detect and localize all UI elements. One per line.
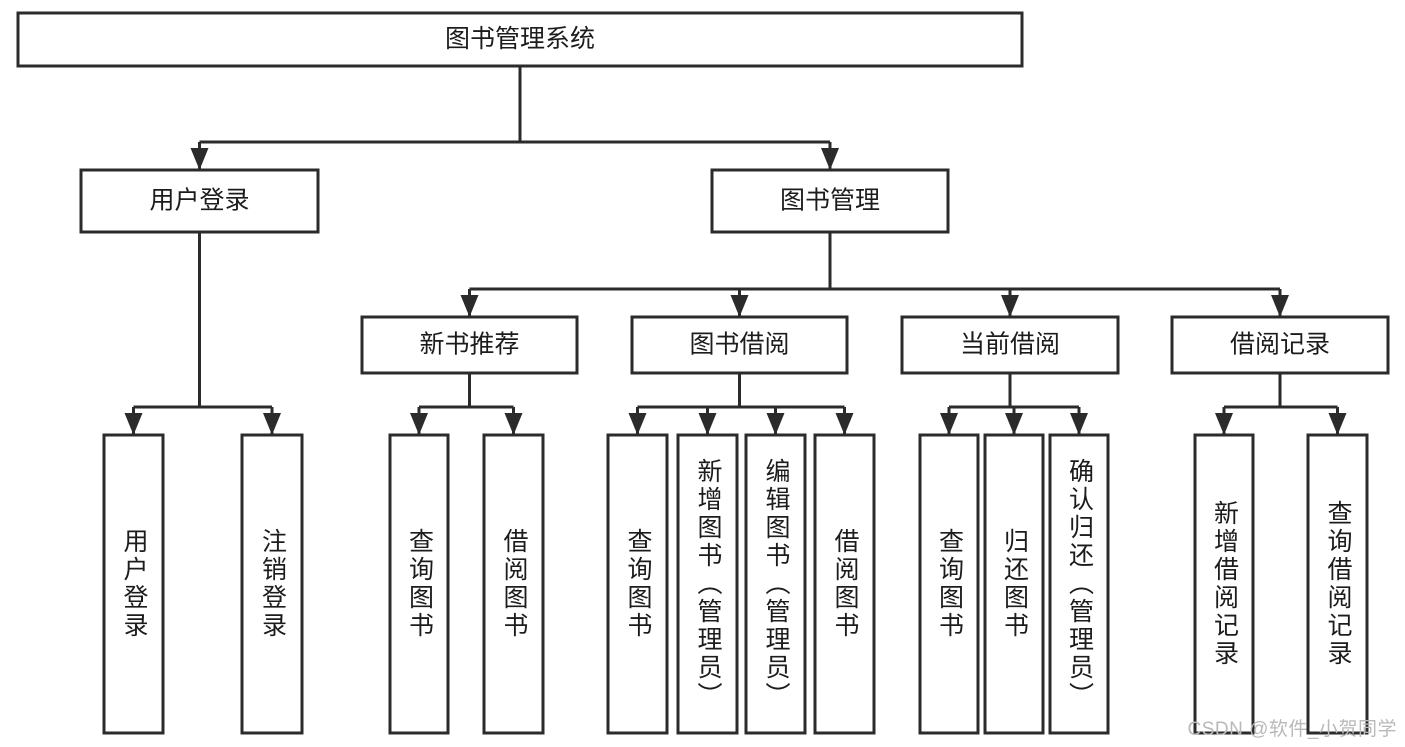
node-leaf-query-record[interactable] (1306, 433, 1369, 735)
node-book-manage[interactable] (710, 168, 950, 234)
node-user-login[interactable] (79, 168, 320, 234)
edge-arrowhead (1005, 413, 1023, 435)
node-book-manage-label: 图书管理 (780, 187, 880, 215)
edge-arrowhead (821, 148, 839, 170)
edge-arrowhead (263, 413, 281, 435)
edge-arrowhead (1001, 295, 1019, 317)
node-borrow-record-label: 借阅记录 (1230, 331, 1330, 359)
edge-arrowhead (940, 413, 958, 435)
node-new-book-rec-label: 新书推荐 (419, 331, 519, 359)
node-leaf-edit-book[interactable] (744, 433, 807, 735)
edge-arrowhead (410, 413, 428, 435)
edge-arrowhead (766, 413, 785, 435)
node-leaf-query-book-rec[interactable] (388, 433, 450, 735)
node-leaf-add-record[interactable] (1193, 433, 1255, 735)
node-leaf-query-book[interactable] (606, 433, 669, 735)
node-book-borrow-label: 图书借阅 (689, 331, 789, 359)
edge-arrowhead (124, 413, 143, 435)
edge-arrowhead (190, 148, 209, 170)
node-leaf-borrow-book[interactable] (813, 433, 876, 735)
node-current-borrow[interactable] (900, 315, 1120, 375)
edge-arrowhead (730, 295, 749, 317)
edge-arrowhead (698, 413, 717, 435)
node-leaf-return-book[interactable] (983, 433, 1045, 735)
node-leaf-add-book[interactable] (676, 433, 739, 735)
node-leaf-borrow-book-rec[interactable] (482, 433, 545, 735)
watermark-text: CSDN @软件_小贺同学 (1187, 719, 1397, 740)
node-root[interactable] (16, 11, 1024, 68)
node-user-login-label: 用户登录 (149, 187, 249, 215)
node-book-borrow[interactable] (630, 315, 849, 375)
edge-arrowhead (1215, 413, 1233, 435)
node-leaf-confirm-return[interactable] (1048, 433, 1110, 735)
node-new-book-rec[interactable] (360, 315, 579, 375)
edge-arrowhead (1271, 295, 1289, 317)
node-leaf-user-login[interactable] (102, 433, 165, 735)
node-borrow-record[interactable] (1170, 315, 1390, 375)
edge-arrowhead (504, 413, 523, 435)
edge-arrowhead (1328, 413, 1347, 435)
node-root-label: 图书管理系统 (445, 25, 595, 53)
node-current-borrow-label: 当前借阅 (960, 331, 1060, 359)
edge-arrowhead (835, 413, 854, 435)
node-leaf-query-book-cur[interactable] (918, 433, 980, 735)
node-leaf-user-logout[interactable] (240, 433, 304, 735)
edge-arrowhead (460, 295, 479, 317)
edges-layer (124, 66, 1347, 435)
edge-arrowhead (1070, 413, 1088, 435)
edge-arrowhead (628, 413, 647, 435)
